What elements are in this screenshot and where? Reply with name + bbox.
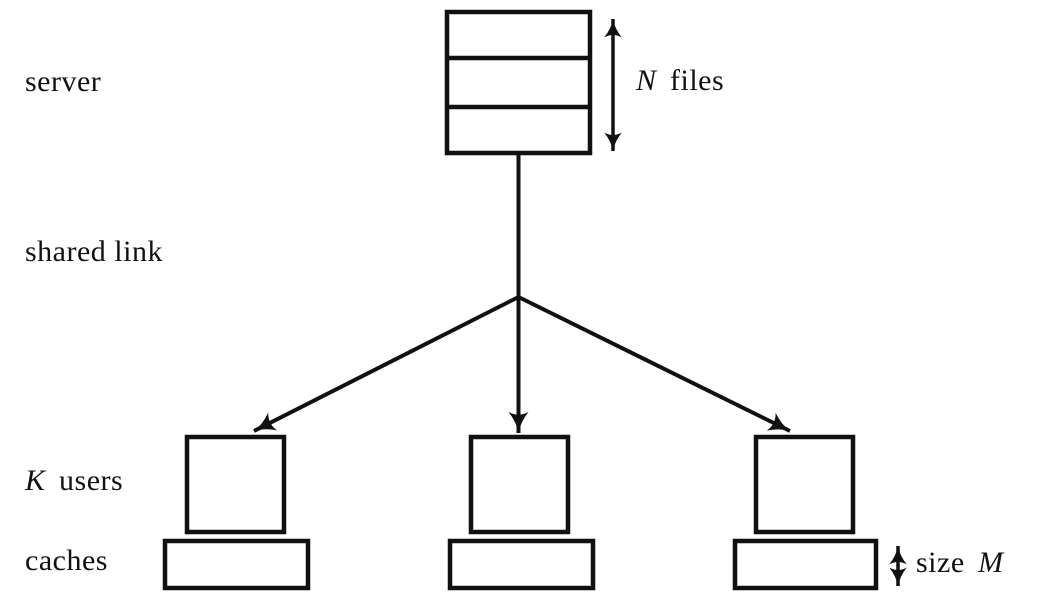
n-files-text: files [670,64,725,97]
cache-box [447,538,596,591]
server-box-outline [444,9,593,156]
n-variable: N [636,64,657,97]
server-box [444,9,593,156]
user-box [184,434,287,535]
server-label: server [25,65,102,98]
k-variable: K [25,464,46,497]
m-variable: M [978,546,1004,579]
user-box [468,434,571,535]
caches-label: caches [25,544,108,577]
user-box [753,434,856,535]
k-users-text: users [59,464,124,497]
shared-link-left-arrow [253,295,520,433]
size-m-label: size M [916,545,1004,581]
size-text: size [916,546,965,579]
shared-link-right-arrow [517,295,791,433]
cache-box [732,538,879,591]
cache-box [162,538,311,591]
shared-link-label: shared link [25,235,163,268]
